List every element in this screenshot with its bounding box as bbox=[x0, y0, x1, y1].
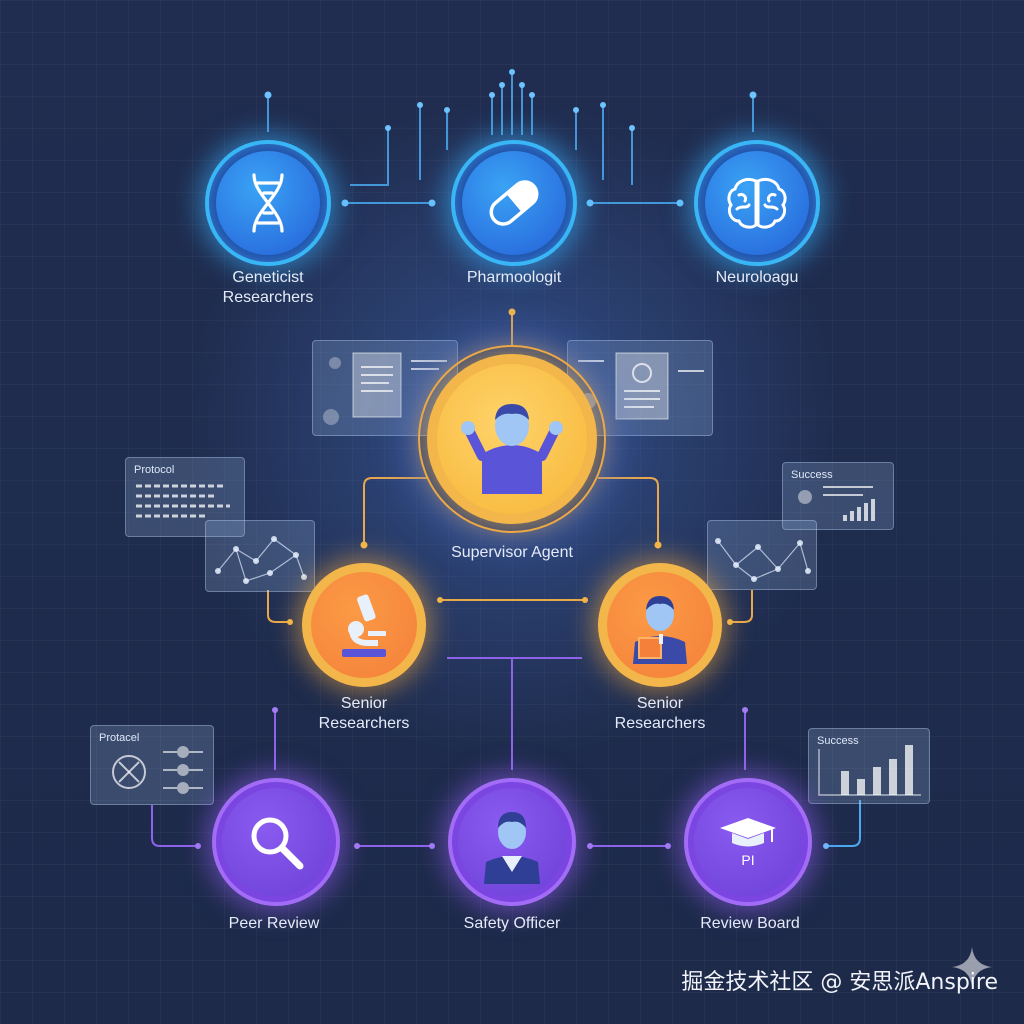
person-icon bbox=[452, 384, 572, 494]
safety-officer-label: Safety Officer bbox=[422, 914, 602, 934]
geneticist-node[interactable] bbox=[205, 140, 331, 266]
success-panel-bottom: Success bbox=[808, 728, 930, 804]
network-panel-left bbox=[205, 520, 315, 592]
dna-icon bbox=[238, 171, 298, 235]
microscope-icon bbox=[334, 591, 394, 659]
senior-left-label-line1: Senior bbox=[274, 694, 454, 714]
connector-supervisor-right bbox=[598, 478, 658, 545]
geneticist-label-line2: Researchers bbox=[178, 288, 358, 308]
connector-supervisor-left bbox=[364, 478, 428, 545]
safety-officer-node[interactable] bbox=[448, 778, 576, 906]
supervisor-node[interactable] bbox=[427, 354, 597, 524]
peer-review-node[interactable] bbox=[212, 778, 340, 906]
senior-researcher-right-node[interactable] bbox=[598, 563, 722, 687]
neurologist-label: Neuroloagu bbox=[667, 268, 847, 288]
pill-icon bbox=[482, 171, 546, 235]
magnifier-icon bbox=[244, 810, 308, 874]
review-board-label: Review Board bbox=[660, 914, 840, 934]
brain-icon bbox=[725, 175, 789, 231]
geneticist-label-line1: Geneticist bbox=[178, 268, 358, 288]
pharmacologist-node[interactable] bbox=[451, 140, 577, 266]
protocol-panel-bottom: Protacel bbox=[90, 725, 214, 805]
peer-review-label: Peer Review bbox=[184, 914, 364, 934]
senior-left-label-line2: Researchers bbox=[274, 714, 454, 734]
senior-right-label-line1: Senior bbox=[570, 694, 750, 714]
senior-researcher-left-node[interactable] bbox=[302, 563, 426, 687]
senior-researcher-right-label: Senior Researchers bbox=[570, 694, 750, 734]
connector-circuit-1 bbox=[350, 128, 388, 185]
sparkle-icon bbox=[950, 945, 994, 989]
researcher-icon bbox=[625, 586, 695, 664]
neurologist-node[interactable] bbox=[694, 140, 820, 266]
geneticist-label: Geneticist Researchers bbox=[178, 268, 358, 308]
officer-icon bbox=[474, 800, 550, 884]
review-board-badge: PI bbox=[741, 852, 754, 868]
senior-researcher-left-label: Senior Researchers bbox=[274, 694, 454, 734]
senior-right-label-line2: Researchers bbox=[570, 714, 750, 734]
review-board-node[interactable]: PI bbox=[684, 778, 812, 906]
supervisor-ring bbox=[418, 345, 606, 533]
graduation-cap-icon bbox=[718, 816, 778, 848]
network-panel-right bbox=[707, 520, 817, 590]
supervisor-label: Supervisor Agent bbox=[422, 543, 602, 563]
pharmacologist-label: Pharmoologit bbox=[424, 268, 604, 288]
